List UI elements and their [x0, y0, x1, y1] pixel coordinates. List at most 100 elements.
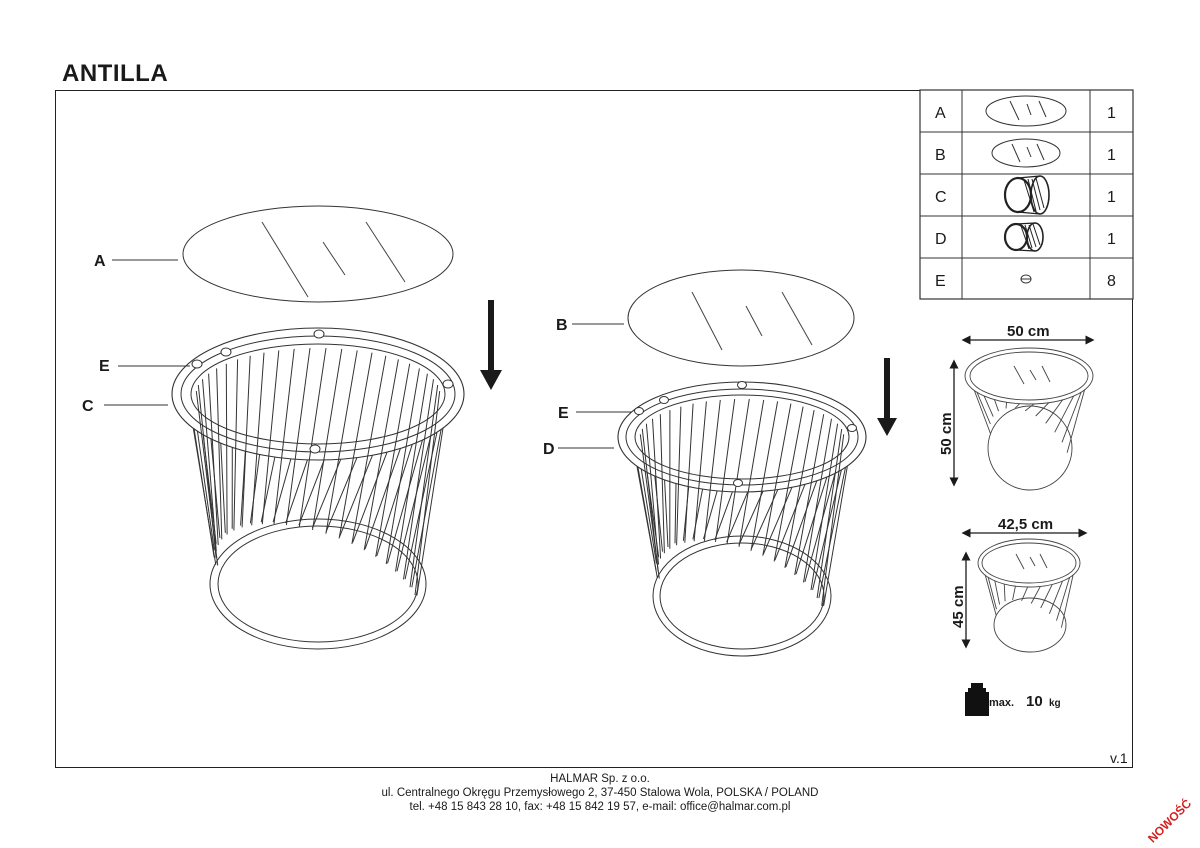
frame-wire [986, 573, 997, 610]
frame-wire [1056, 573, 1072, 621]
frame-wire [414, 390, 441, 596]
footer-contact: tel. +48 15 843 28 10, fax: +48 15 842 1… [409, 801, 791, 813]
frame-wire [818, 447, 850, 599]
frame-wire [1054, 393, 1076, 433]
assembly-arrow-icon [480, 300, 502, 390]
frame-wire [641, 428, 659, 572]
callout-a: A [94, 253, 106, 270]
frame-wire [703, 399, 721, 542]
frame-wire [298, 453, 327, 526]
large-width-label: 50 cm [1007, 323, 1050, 340]
frame-wire [714, 486, 735, 541]
frame-wire [1045, 397, 1065, 424]
load-unit: kg [1049, 698, 1061, 709]
part-qty-b: 1 [1107, 147, 1116, 164]
part-letter-d: D [935, 231, 947, 248]
frame-wire [762, 480, 796, 555]
frame-wire [364, 438, 405, 550]
frame-wire [684, 403, 694, 543]
frame-wire [784, 410, 815, 568]
table-frame-large-icon [1003, 175, 1050, 215]
frame-wire [216, 368, 223, 540]
load-prefix: max. [989, 697, 1014, 709]
frame-wire [794, 414, 825, 576]
weight-icon [965, 683, 989, 716]
frame-wire [774, 476, 809, 561]
frame-wire [993, 577, 1001, 605]
frame-wire [338, 352, 373, 539]
part-letter-c: C [935, 189, 947, 206]
table-frame-small-icon [1003, 222, 1044, 252]
frame-wire [411, 405, 446, 588]
frame-wire [339, 447, 376, 538]
frame-wire [715, 399, 736, 542]
frame-wire [726, 486, 751, 543]
frame-wire [241, 355, 251, 528]
page-title: ANTILLA [62, 60, 169, 87]
frame-wire [325, 450, 361, 533]
frame-wire [416, 397, 449, 596]
assembly-arrow-icon [877, 358, 897, 436]
footer-company: HALMAR Sp. z o.o. [550, 773, 650, 785]
frame-wire [676, 406, 682, 546]
callout-b: B [556, 317, 568, 334]
frame-wire [773, 406, 804, 562]
load-value: 10 [1026, 693, 1043, 710]
frame-wire [785, 472, 821, 568]
frame-wire [375, 363, 411, 557]
instruction-frame [55, 90, 1133, 768]
large-table-assembly: A E C [82, 205, 502, 650]
frame-wire [1061, 388, 1084, 443]
max-load-indicator: max. 10 kg [965, 683, 1061, 716]
frame-wire [312, 348, 343, 530]
frame-wire [634, 447, 657, 571]
frame-wire [738, 399, 765, 547]
frame-wire [395, 373, 428, 572]
frame-wire [974, 388, 991, 425]
frame-wire [285, 453, 310, 524]
frame-wire [273, 348, 295, 525]
frame-wire [652, 418, 662, 559]
frame-wire [352, 443, 391, 543]
large-table-dimensions: 50 cm 50 cm [938, 323, 1095, 491]
rubber-pad-icon [1020, 274, 1032, 284]
glass-top-small-icon [991, 138, 1061, 168]
frame-wire [233, 359, 239, 531]
frame-wire [816, 428, 843, 599]
version-label: v.1 [1110, 750, 1128, 766]
frame-wire [285, 348, 311, 526]
callout-e-right: E [558, 405, 569, 422]
frame-wire [298, 348, 327, 528]
frame-wire [803, 418, 832, 583]
frame-wire [197, 384, 217, 559]
frame-wire [982, 393, 994, 417]
frame-wire [311, 452, 344, 529]
frame-wire [376, 433, 417, 557]
callout-e-left: E [99, 358, 110, 375]
part-letter-a: A [935, 105, 946, 122]
glass-top-b [627, 269, 855, 367]
frame-wire [1040, 580, 1055, 609]
small-height-label: 45 cm [950, 585, 967, 628]
frame-wire [208, 373, 219, 546]
part-qty-d: 1 [1107, 231, 1116, 248]
frame-wire [750, 483, 781, 550]
parts-table: A 1 B 1 C 1 D [919, 89, 1134, 300]
frame-wire [1060, 568, 1075, 628]
footer-address: ul. Centralnego Okręgu Przemysłowego 2, … [381, 787, 819, 799]
frame-wire [261, 350, 280, 525]
frame-wire [225, 363, 228, 535]
frame-wire [351, 355, 387, 544]
small-table-dimensions: 42,5 cm 45 cm [950, 516, 1088, 653]
part-qty-c: 1 [1107, 189, 1116, 206]
frame-wire [795, 466, 831, 575]
frame-wire [219, 433, 226, 533]
frame-wire [1048, 577, 1065, 614]
frame-wire [194, 413, 215, 551]
callout-c: C [82, 398, 94, 415]
small-width-label: 42,5 cm [998, 516, 1053, 533]
frame-wire [190, 405, 215, 558]
frame-wire [812, 454, 846, 591]
glass-top-large-icon [985, 95, 1067, 127]
